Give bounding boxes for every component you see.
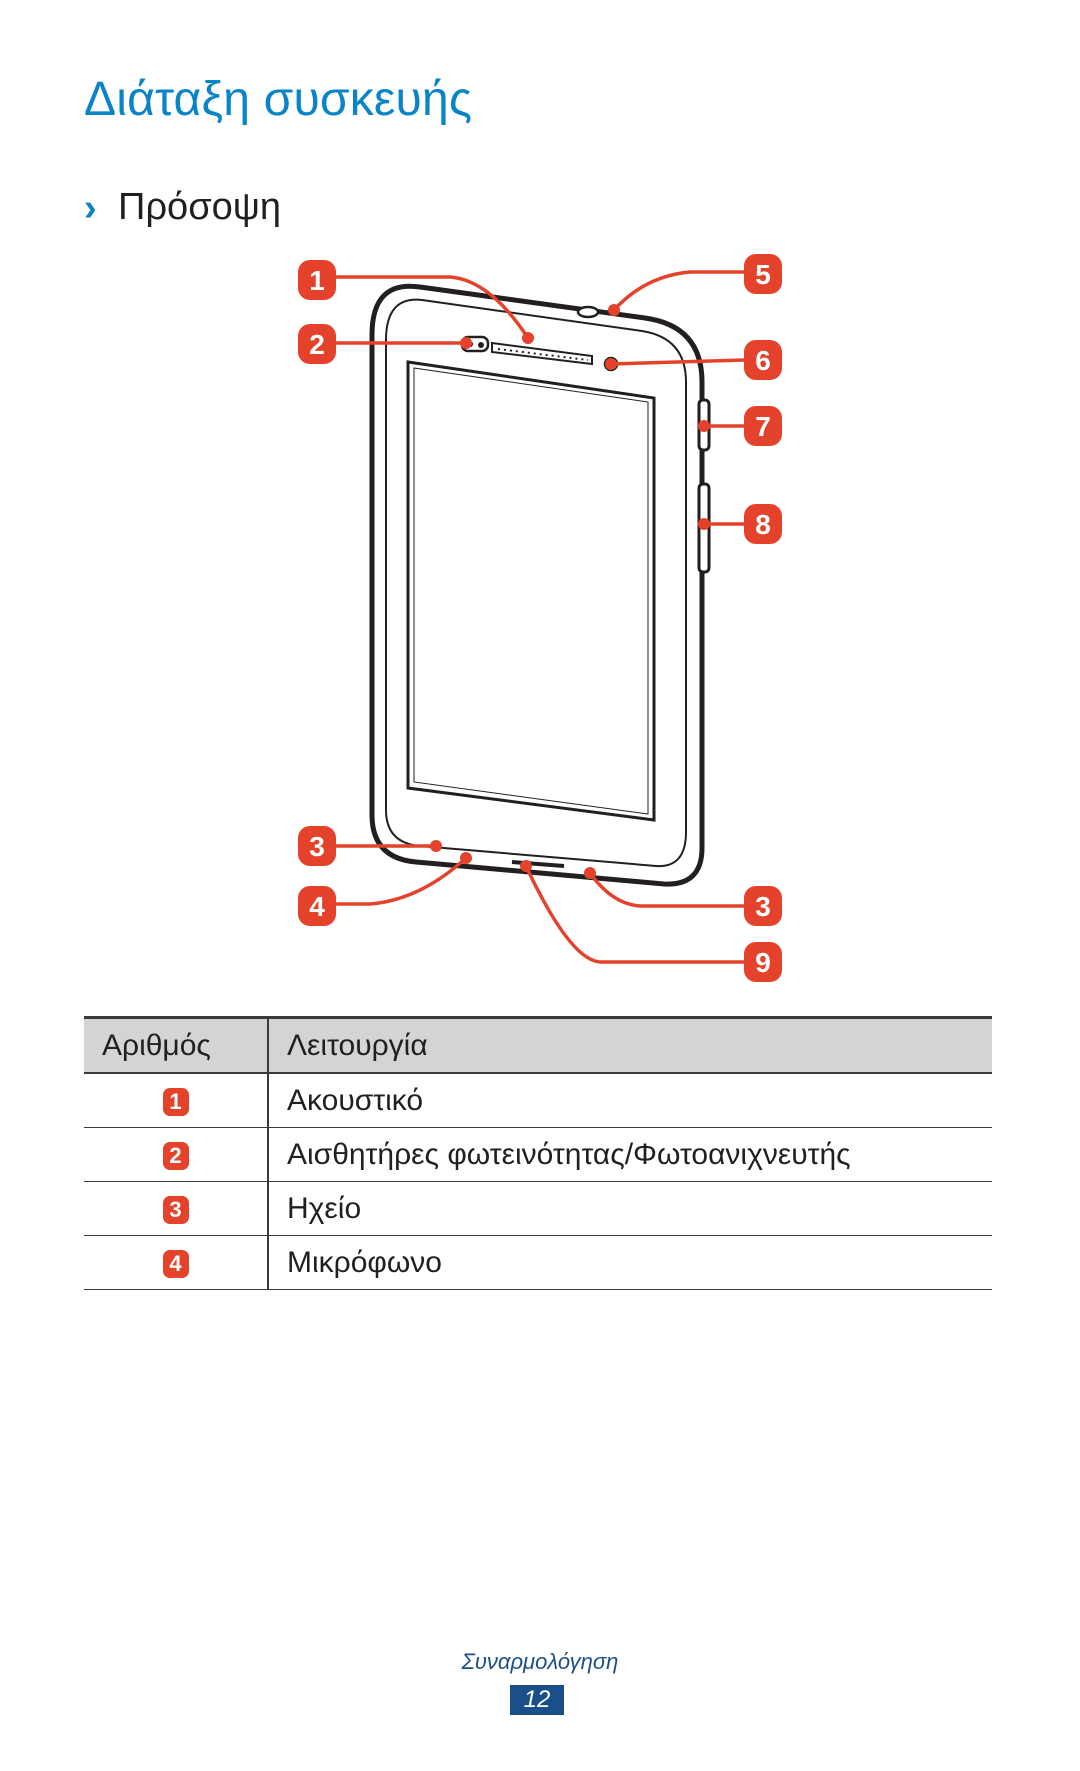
- callout-3-left: 3: [298, 826, 336, 866]
- table-header-row: Αριθμός Λειτουργία: [84, 1016, 992, 1074]
- table-row: 2 Αισθητήρες φωτεινότητας/Φωτοανιχνευτής: [84, 1127, 992, 1182]
- page-number: 12: [510, 1685, 564, 1715]
- callout-6: 6: [744, 340, 782, 380]
- svg-text:8: 8: [755, 509, 771, 540]
- callout-7: 7: [744, 406, 782, 446]
- number-badge: 1: [162, 1087, 189, 1116]
- footer-section-label: Συναρμολόγηση: [461, 1649, 619, 1674]
- device-screen: [406, 360, 656, 822]
- header-number: Αριθμός: [84, 1016, 269, 1074]
- section-title: Πρόσοψη: [118, 186, 282, 228]
- number-badge: 2: [162, 1141, 189, 1170]
- function-cell: Μικρόφωνο: [268, 1235, 992, 1290]
- callout-9: 9: [744, 942, 782, 982]
- callout-8: 8: [744, 504, 782, 544]
- callout-4: 4: [298, 886, 336, 926]
- svg-text:3: 3: [755, 891, 771, 922]
- table-row: 4 Μικρόφωνο: [84, 1235, 992, 1290]
- earpiece-grill: [491, 341, 593, 366]
- table-row: 1 Ακουστικό: [84, 1073, 992, 1128]
- svg-text:3: 3: [309, 831, 325, 862]
- svg-text:2: 2: [309, 329, 325, 360]
- section-heading: › Πρόσοψη: [84, 186, 281, 229]
- svg-text:1: 1: [309, 265, 325, 296]
- svg-text:5: 5: [755, 259, 771, 290]
- number-badge: 4: [162, 1249, 189, 1278]
- svg-text:4: 4: [309, 891, 325, 922]
- callout-1: 1: [298, 260, 336, 300]
- svg-text:9: 9: [755, 947, 771, 978]
- function-cell: Ακουστικό: [268, 1073, 992, 1128]
- number-badge: 3: [162, 1195, 189, 1224]
- function-cell: Ηχείο: [268, 1181, 992, 1236]
- header-function: Λειτουργία: [268, 1016, 992, 1074]
- page-title: Διάταξη συσκευής: [84, 73, 473, 126]
- callout-3-right: 3: [744, 886, 782, 926]
- callout-5: 5: [744, 254, 782, 294]
- svg-text:6: 6: [755, 345, 771, 376]
- function-cell: Αισθητήρες φωτεινότητας/Φωτοανιχνευτής: [268, 1127, 992, 1182]
- svg-text:7: 7: [755, 411, 771, 442]
- table-row: 3 Ηχείο: [84, 1181, 992, 1236]
- chevron-right-icon: ›: [84, 186, 97, 229]
- callout-2: 2: [298, 324, 336, 364]
- device-diagram: 1 2 3 4 5 6 7 8 3 9: [298, 254, 782, 982]
- function-table: Αριθμός Λειτουργία 1 Ακουστικό 2 Αισθητή…: [84, 1016, 992, 1290]
